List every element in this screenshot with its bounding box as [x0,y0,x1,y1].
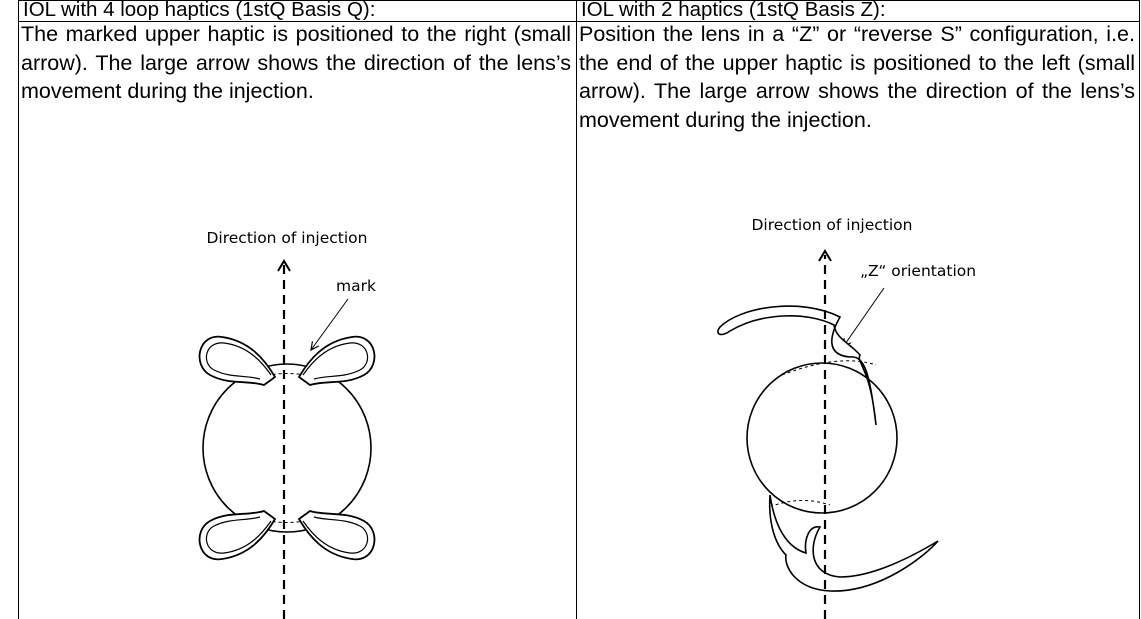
z-orientation-pointer-arrow [843,287,885,347]
iol-2-haptic-figure: Direction of injection „Z“ orientation [717,216,976,619]
haptic-loop-upper-right [297,336,376,386]
left-column-header: IOL with 4 loop haptics (1stQ Basis Q): [23,0,376,21]
right-column-header: IOL with 2 haptics (1stQ Basis Z): [581,0,886,21]
table-border-top [18,0,1140,1]
table-border-middle [576,0,577,619]
lower-haptic [768,494,939,592]
optic-junction-bottom [769,500,831,508]
optic-circle [746,362,898,514]
left-description: The marked upper haptic is positioned to… [21,22,571,103]
direction-of-injection-label: Direction of injection [206,229,367,247]
table-header-divider [18,21,1140,22]
table-border-right [1139,0,1140,619]
injection-arrowhead [277,259,291,272]
haptic-loop-upper-left [198,336,277,386]
haptic-loop-lower-right [297,510,376,560]
mark-pointer-arrow [311,298,349,350]
z-orientation-label: „Z“ orientation [860,262,976,280]
table-border-left [18,0,19,619]
iol-4-loop-figure: Direction of injection mark [198,229,376,619]
optic-junction-top [781,360,877,376]
upper-haptic [717,305,877,426]
injection-arrowhead [818,249,832,262]
direction-of-injection-label: Direction of injection [751,216,912,234]
right-description: Position the lens in a “Z” or “reverse S… [579,22,1135,132]
optic-circle [202,363,372,533]
mark-label: mark [336,277,376,295]
haptic-loop-lower-left [198,510,277,560]
